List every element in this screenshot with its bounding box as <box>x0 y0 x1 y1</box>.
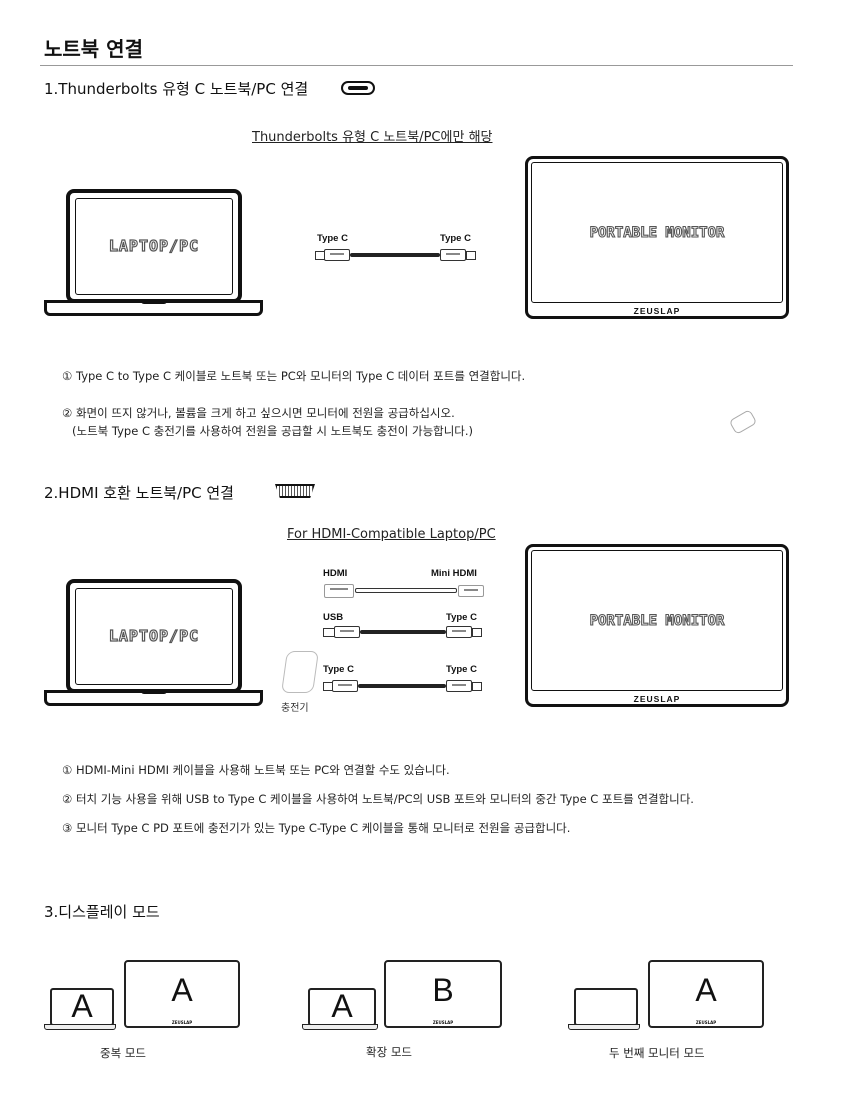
monitor-label: PORTABLE MONITOR <box>589 224 725 241</box>
monitor-label: PORTABLE MONITOR <box>589 612 725 629</box>
cable-right-label: Type C <box>440 233 471 244</box>
section3-heading: 3.디스플레이 모드 <box>44 903 160 921</box>
cable-left-label: HDMI <box>323 568 348 579</box>
section1-subtitle: Thunderbolts 유형 C 노트북/PC에만 해당 <box>252 130 493 145</box>
cable-left-label: Type C <box>317 233 348 244</box>
monitor-brand: ZEUSLAP <box>171 1020 193 1025</box>
monitor-screen-letter: A <box>695 972 717 1008</box>
hdmi-port-icon <box>275 484 315 498</box>
laptop-label: LAPTOP/PC <box>108 236 200 255</box>
section1-heading: 1.Thunderbolts 유형 C 노트북/PC 연결 <box>44 80 309 98</box>
monitor-brand: ZEUSLAP <box>633 306 681 316</box>
instruction-1: ① HDMI-Mini HDMI 케이블을 사용해 노트북 또는 PC와 연결할… <box>62 763 450 777</box>
cable-right-label: Type C <box>446 664 477 675</box>
portable-monitor-illustration: PORTABLE MONITOR ZEUSLAP <box>525 156 789 319</box>
title-divider <box>40 65 793 66</box>
laptop-screen-letter: A <box>71 988 93 1024</box>
instruction-3: ③ 모니터 Type C PD 포트에 충전기가 있는 Type C-Type … <box>62 821 571 835</box>
cable-right-label: Type C <box>446 612 477 623</box>
cable-right-label: Mini HDMI <box>431 568 477 579</box>
portable-monitor-illustration: PORTABLE MONITOR ZEUSLAP <box>525 544 789 707</box>
laptop-label: LAPTOP/PC <box>108 626 200 645</box>
charger-icon <box>281 651 319 693</box>
monitor-brand: ZEUSLAP <box>695 1020 717 1025</box>
monitor-screen-letter: A <box>171 972 193 1008</box>
instruction-1: ① Type C to Type C 케이블로 노트북 또는 PC와 모니터의 … <box>62 369 526 383</box>
monitor-brand: ZEUSLAP <box>633 694 681 704</box>
instruction-2: ② 화면이 뜨지 않거나, 볼륨을 크게 하고 싶으시면 모니터에 전원을 공급… <box>62 406 455 420</box>
charger-label: 충전기 <box>281 703 309 714</box>
cable-left-label: USB <box>323 612 344 623</box>
mode-label: 확장 모드 <box>366 1045 412 1059</box>
section2-heading: 2.HDMI 호환 노트북/PC 연결 <box>44 484 234 502</box>
charger-icon <box>728 409 758 435</box>
mode-label: 두 번째 모니터 모드 <box>609 1046 705 1060</box>
usb-c-port-icon <box>341 81 375 95</box>
laptop-screen-letter: A <box>331 988 353 1024</box>
monitor-screen-letter: B <box>432 972 454 1008</box>
instruction-2-note: (노트북 Type C 충전기를 사용하여 전원을 공급할 시 노트북도 충전이… <box>72 424 474 438</box>
instruction-2: ② 터치 기능 사용을 위해 USB to Type C 케이블을 사용하여 노… <box>62 792 694 806</box>
section2-subtitle: For HDMI-Compatible Laptop/PC <box>287 527 496 542</box>
cable-left-label: Type C <box>323 664 354 675</box>
page-title: 노트북 연결 <box>44 37 143 61</box>
mode-label: 중복 모드 <box>100 1046 146 1060</box>
monitor-brand: ZEUSLAP <box>432 1020 454 1025</box>
